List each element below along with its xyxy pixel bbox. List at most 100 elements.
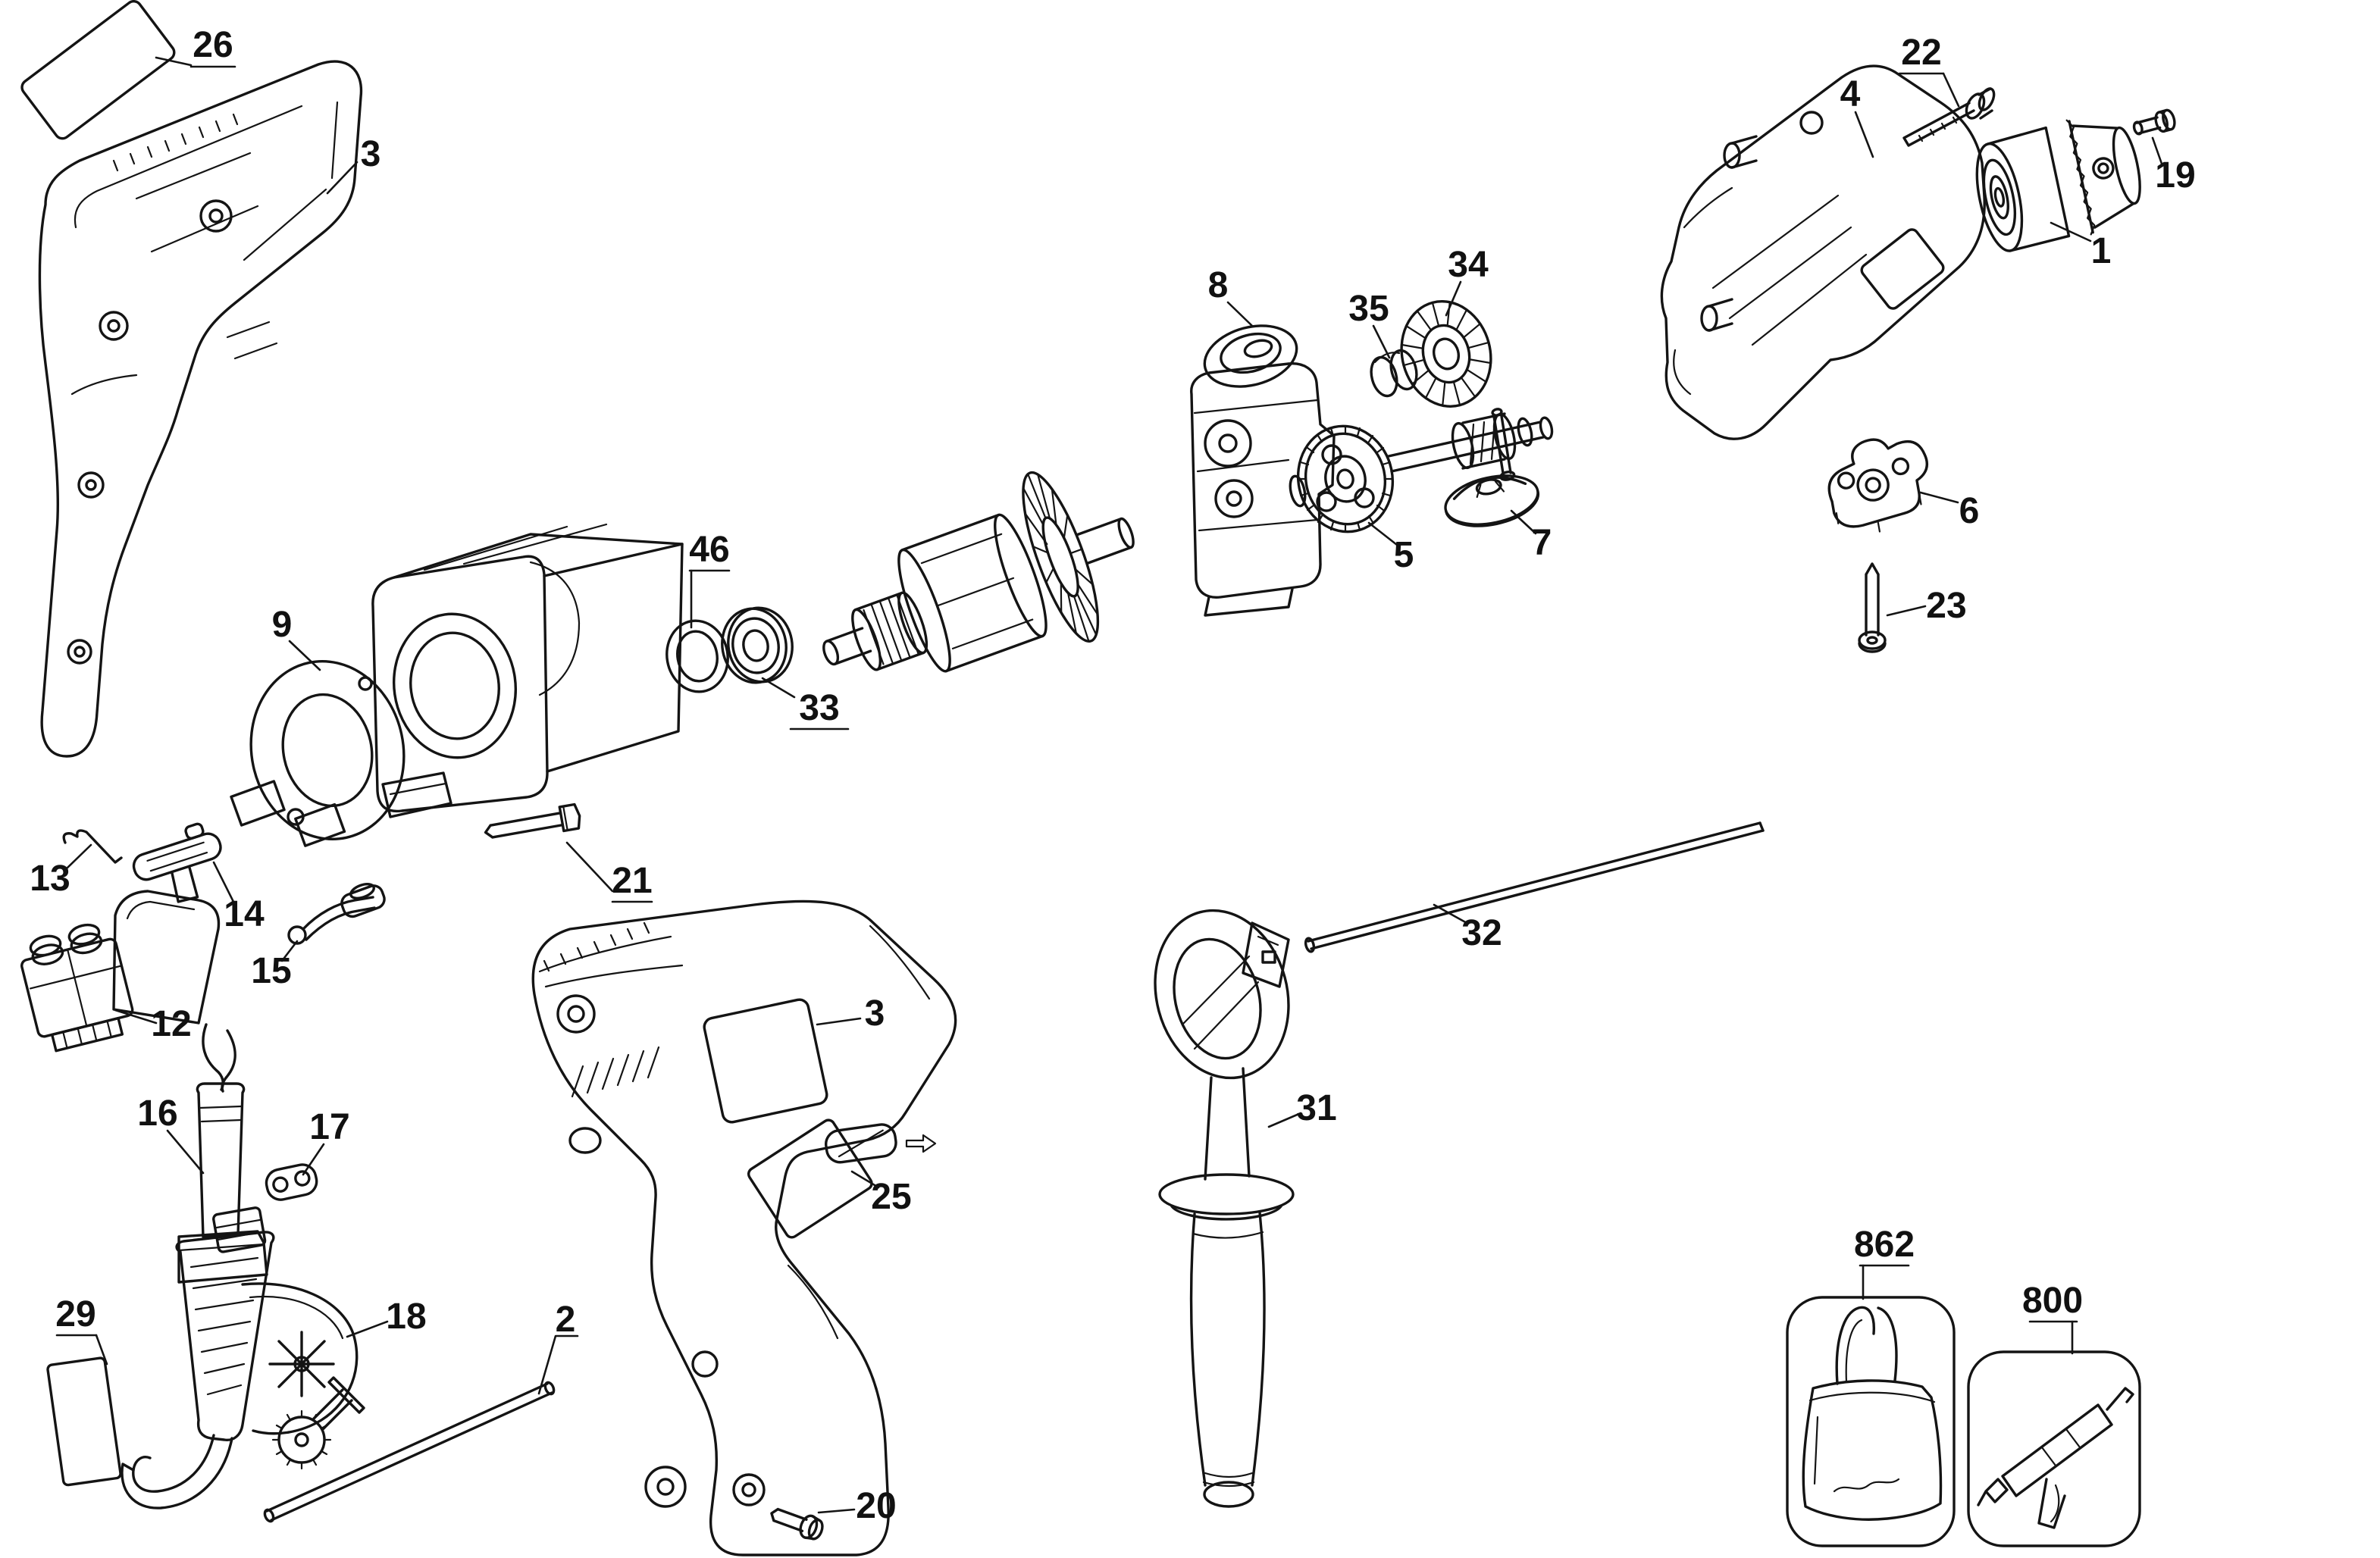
callout-16-cord-set: 16 — [137, 1093, 205, 1175]
part-gearcase-drawing — [1190, 324, 1336, 617]
leader-line-26 — [155, 56, 193, 67]
callout-21-screw-field: 21 — [565, 841, 653, 903]
part-label-plate-bottom-drawing — [747, 1118, 873, 1239]
callout-26-label-plate-top: 26 — [155, 25, 236, 68]
part-number-label-22: 22 — [1901, 33, 1941, 73]
part-number-label-7: 7 — [1532, 523, 1552, 563]
part-side-handle-drawing — [1154, 909, 1295, 1508]
part-number-label-31: 31 — [1296, 1088, 1336, 1128]
callout-22-screw-long: 22 — [1898, 33, 1960, 108]
callout-17-cord-clamp: 17 — [302, 1107, 350, 1176]
part-spring-wire-drawing — [62, 829, 123, 864]
part-number-label-32: 32 — [1461, 913, 1502, 953]
leader-line-8 — [1226, 301, 1254, 327]
callout-13-spring-wire: 13 — [30, 843, 92, 899]
part-number-label-9: 9 — [272, 605, 293, 645]
part-number-label-4: 4 — [1840, 74, 1861, 114]
callout-29-label-plate-small: 29 — [55, 1294, 108, 1366]
part-chuck-key-rod-drawing — [263, 1376, 556, 1523]
callout-7-thrust-washer: 7 — [1510, 509, 1552, 563]
part-screw-field-drawing — [484, 802, 581, 839]
part-number-label-13: 13 — [30, 859, 70, 899]
part-screw-gearcase-drawing — [1858, 562, 1887, 653]
leader-line-1 — [2050, 221, 2092, 242]
callout-15-lock-on-button: 15 — [251, 940, 299, 991]
part-number-label-12: 12 — [151, 1004, 191, 1044]
leader-line-16 — [166, 1129, 205, 1175]
part-number-label-5: 5 — [1394, 535, 1414, 575]
part-cord-protector-drawing — [121, 1206, 359, 1510]
leader-line-7 — [1510, 509, 1537, 535]
leader-line-13 — [65, 843, 92, 870]
callout-33-ball-bearing: 33 — [761, 677, 850, 731]
callout-12-switch: 12 — [114, 1004, 192, 1044]
callout-20-screw-housing: 20 — [817, 1486, 897, 1526]
part-field-drawing — [371, 523, 684, 813]
kit-bag-drawing — [1802, 1306, 1943, 1521]
callout-5-gear-and-spindle: 5 — [1367, 521, 1414, 575]
part-number-label-14: 14 — [224, 894, 265, 934]
leader-line-3 — [326, 161, 359, 195]
part-armature-drawing — [822, 471, 1135, 673]
leader-line-23 — [1886, 605, 1927, 617]
part-thrust-washer-drawing — [1444, 408, 1540, 527]
part-number-label-34: 34 — [1448, 245, 1489, 285]
part-housing-half-top-drawing — [38, 60, 363, 758]
part-number-label-17: 17 — [309, 1107, 349, 1147]
part-number-label-16: 16 — [137, 1093, 177, 1134]
part-cord-clamp-drawing — [265, 1163, 318, 1201]
leader-line-2 — [537, 1334, 579, 1395]
leader-line-32 — [1433, 903, 1470, 925]
callout-34-ratchet-washer: 34 — [1445, 245, 1489, 317]
part-number-label-21: 21 — [612, 861, 652, 901]
part-number-label-3: 3 — [865, 993, 885, 1034]
part-number-label-26: 26 — [193, 25, 233, 65]
leader-line-25 — [850, 1170, 880, 1189]
part-number-label-33: 33 — [799, 688, 839, 728]
callout-6-gear-cluster: 6 — [1919, 491, 1979, 531]
callout-8-gearcase-assembly: 8 — [1208, 265, 1254, 327]
part-reversing-slider-drawing — [132, 822, 222, 903]
callout-18-cord-protector: 18 — [346, 1297, 427, 1338]
callout-4-motor-housing-half: 4 — [1840, 74, 1874, 158]
part-number-label-46: 46 — [689, 530, 729, 570]
part-ratchet-washer-drawing — [1400, 300, 1492, 408]
part-number-label-1: 1 — [2091, 231, 2112, 271]
part-label-plate-top-drawing — [20, 0, 176, 140]
part-number-label-23: 23 — [1926, 586, 1966, 626]
leader-line-3 — [816, 1017, 862, 1026]
callout-3-housing-half-top: 3 — [326, 134, 381, 195]
leader-line-6 — [1919, 491, 1959, 504]
callout-46-felt-washer: 46 — [688, 530, 731, 629]
part-number-label-19: 19 — [2155, 155, 2195, 196]
leader-line-18 — [346, 1320, 389, 1338]
leader-line-5 — [1367, 521, 1398, 546]
callout-23-screw-gearcase: 23 — [1886, 586, 1967, 626]
callout-2-chuck-key-with-rod: 2 — [537, 1300, 579, 1395]
part-screw-long-drawing — [1902, 87, 1996, 147]
callout-14-reversing-slider: 14 — [212, 861, 265, 934]
part-ball-bearing-drawing — [721, 606, 794, 684]
part-number-label-29: 29 — [55, 1294, 96, 1334]
leader-line-31 — [1267, 1112, 1302, 1128]
leader-line-22 — [1942, 72, 1960, 108]
leader-line-34 — [1445, 280, 1462, 317]
part-depth-rod-drawing — [1304, 821, 1765, 953]
part-housing-half-bottom-drawing — [531, 899, 957, 1556]
grease-gun-box — [1967, 1350, 2141, 1547]
part-number-label-18: 18 — [386, 1297, 426, 1337]
leader-line-29 — [95, 1334, 108, 1366]
leader-line-4 — [1854, 111, 1874, 158]
part-screw-chuck-drawing — [2132, 108, 2176, 136]
part-lock-on-button-drawing — [287, 883, 386, 945]
part-switch-drawing — [20, 890, 221, 1053]
part-number-label-8: 8 — [1208, 265, 1229, 305]
part-number-label-3: 3 — [361, 134, 381, 174]
callout-35-retaining-ring: 35 — [1348, 289, 1391, 359]
part-cord-set-drawing — [177, 1023, 268, 1284]
part-number-label-35: 35 — [1348, 289, 1389, 329]
leader-line-33 — [761, 677, 796, 699]
